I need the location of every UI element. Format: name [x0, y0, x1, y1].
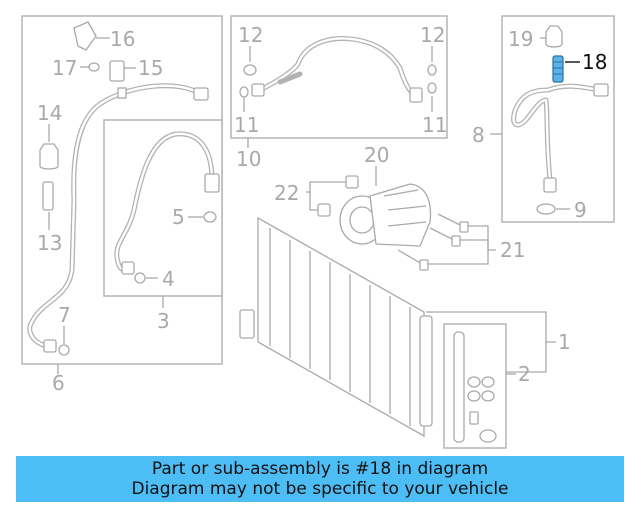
callout-2: 2: [518, 362, 531, 386]
o-ring-12-right: [427, 64, 437, 76]
callout-20: 20: [364, 143, 389, 167]
callout-21: 21: [500, 238, 525, 262]
pipe-assembly-8: [511, 83, 609, 193]
sensor-16: [73, 21, 97, 51]
o-ring-4: [134, 272, 146, 284]
callout-4: 4: [162, 267, 175, 291]
callout-1: 1: [558, 330, 571, 354]
o-ring-9: [536, 203, 556, 215]
group-2-box: [443, 323, 507, 449]
pipe-assembly-10: [251, 35, 423, 103]
callout-11-left: 11: [234, 113, 259, 137]
pipe-assembly-3: [114, 131, 220, 275]
callout-15: 15: [138, 56, 163, 80]
callout-17: 17: [52, 56, 77, 80]
callout-3: 3: [157, 309, 170, 333]
o-ring-12-left: [243, 64, 257, 76]
drier-2: [453, 331, 497, 443]
leaders-group-6: [48, 37, 203, 374]
banner-line-1: Part or sub-assembly is #18 in diagram: [151, 459, 489, 479]
cap-19: [545, 25, 563, 48]
callout-16: 16: [110, 27, 135, 51]
callout-22: 22: [274, 181, 299, 205]
leaders-compressor: [306, 166, 496, 265]
callout-5: 5: [172, 205, 185, 229]
leaders-condenser: [426, 311, 556, 375]
pipe-assembly-6: [27, 83, 209, 353]
callout-19: 19: [508, 27, 533, 51]
leaders-group-8: [490, 37, 580, 210]
valve-13: [42, 181, 54, 211]
callout-7: 7: [58, 303, 71, 327]
banner-line-2: Diagram may not be specific to your vehi…: [131, 479, 509, 499]
callout-14: 14: [37, 101, 62, 125]
o-ring-11-left: [239, 86, 249, 98]
callout-9: 9: [574, 198, 587, 222]
compressor-20: [339, 183, 432, 247]
valve-15: [109, 60, 125, 82]
info-banner: Part or sub-assembly is #18 in diagram D…: [16, 456, 624, 502]
callout-12-right: 12: [420, 23, 445, 47]
o-ring-5: [203, 211, 217, 223]
callout-11-right: 11: [422, 113, 447, 137]
group-10-box: [230, 15, 448, 139]
group-8-box: [501, 15, 615, 223]
callout-18: 18: [582, 50, 607, 74]
callout-13: 13: [37, 231, 62, 255]
callout-8: 8: [472, 123, 485, 147]
cap-14: [39, 143, 59, 170]
condenser-1: [239, 216, 433, 438]
callout-6: 6: [52, 371, 65, 395]
o-ring-17: [88, 62, 100, 72]
bolts-21: [397, 213, 469, 271]
valve-core-18: [552, 55, 564, 83]
o-ring-11-right: [427, 82, 437, 94]
leaders-group-10: [243, 46, 433, 148]
bushing-22: [317, 175, 359, 217]
o-ring-7: [58, 344, 70, 356]
callout-12-left: 12: [238, 23, 263, 47]
callout-10: 10: [236, 147, 261, 171]
